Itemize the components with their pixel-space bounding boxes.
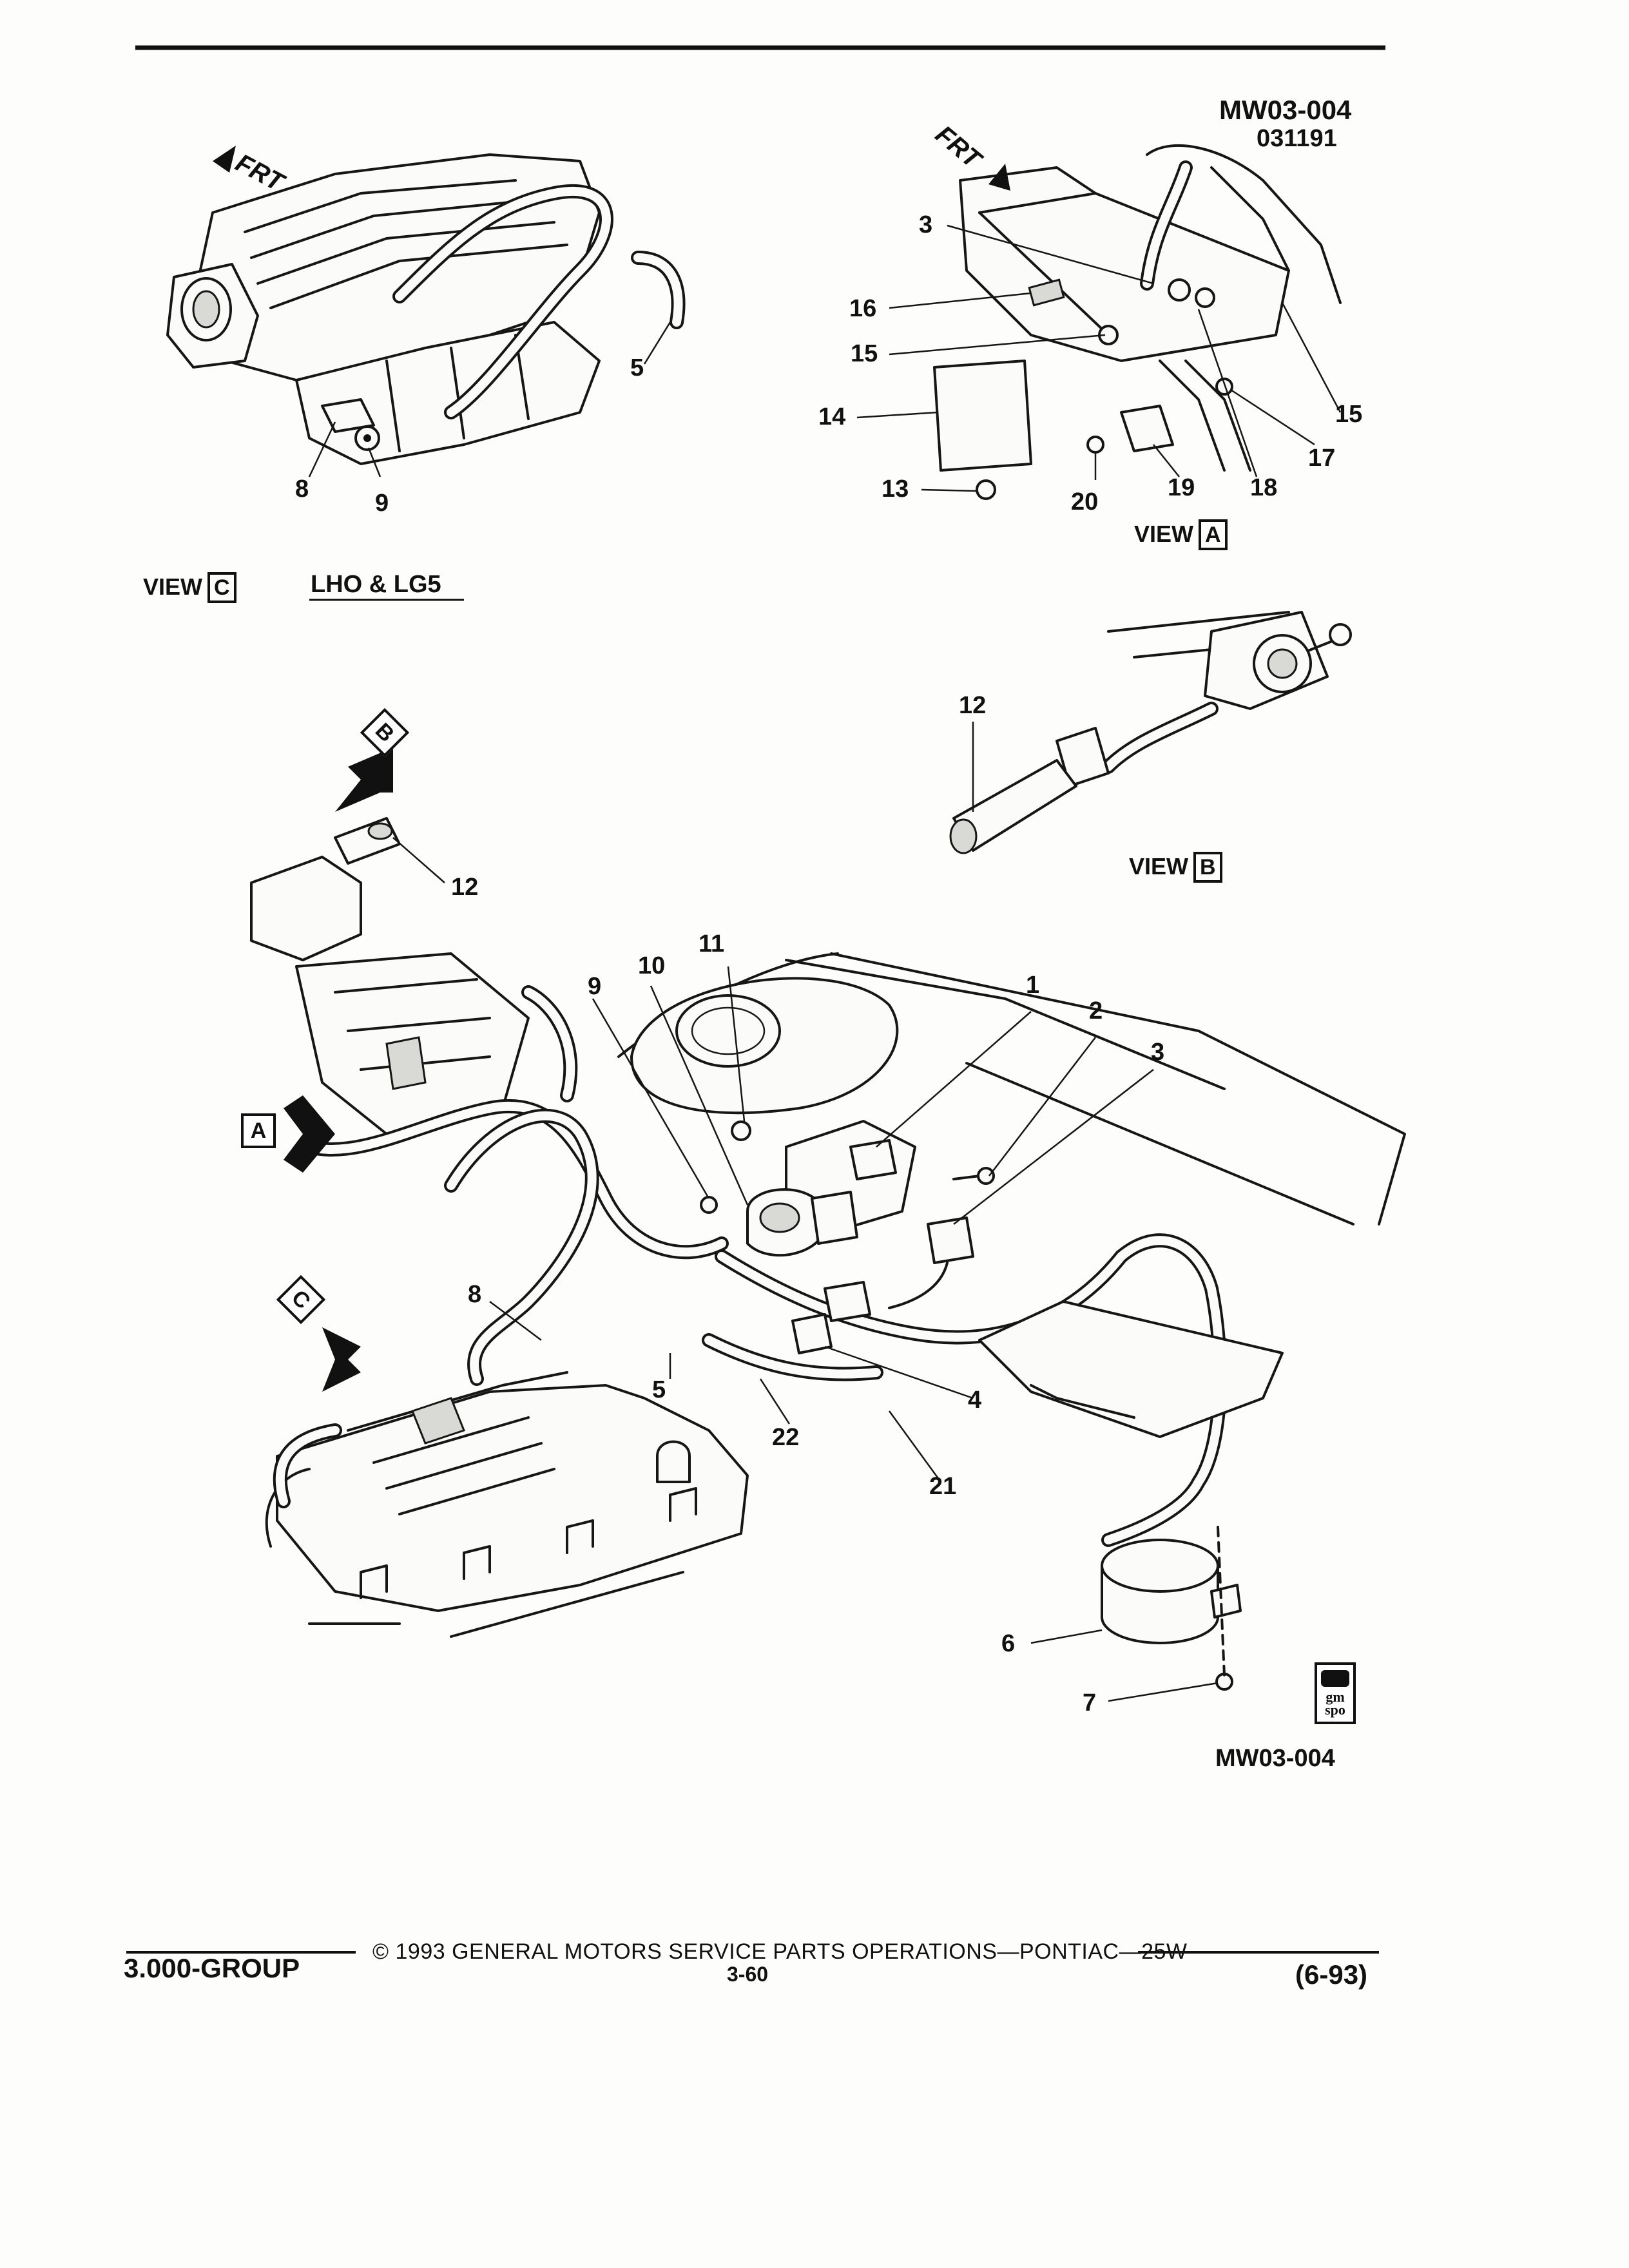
- view-c-letter: C: [207, 572, 236, 603]
- callout-9-view-c: 9: [375, 490, 389, 517]
- bottom-figure-id: MW03-004: [1215, 1745, 1335, 1772]
- callout-16-view-a: 16: [849, 295, 877, 322]
- view-b-letter: B: [1193, 852, 1222, 883]
- gm-spo-logo-text: gm spo: [1325, 1689, 1345, 1718]
- callout-11-main: 11: [699, 930, 725, 957]
- callout-6-main: 6: [1001, 1630, 1016, 1657]
- callout-18-view-a: 18: [1250, 474, 1278, 501]
- callout-1-main: 1: [1026, 972, 1040, 999]
- gm-spo-logo: gm spo: [1315, 1662, 1356, 1724]
- arrow-c-pointer: [322, 1327, 361, 1392]
- callout-21-main: 21: [929, 1473, 957, 1500]
- footer-page-number: 3-60: [727, 1963, 769, 1986]
- view-c-word: VIEW: [143, 573, 203, 600]
- callout-8-main: 8: [468, 1281, 482, 1308]
- callout-19-view-a: 19: [1168, 474, 1195, 501]
- frt-arrow-view-a: [988, 164, 1010, 191]
- callout-8-view-c: 8: [295, 476, 309, 503]
- view-c-engine-drawing: [166, 153, 686, 601]
- arrow-a-pointer: [284, 1095, 335, 1173]
- footer-date: (6-93): [1295, 1959, 1368, 1990]
- callout-15-view-a-left: 15: [851, 340, 878, 367]
- callout-3-main: 3: [1151, 1039, 1165, 1066]
- gm-spo-logo-band: [1321, 1670, 1349, 1687]
- callout-5-main: 5: [652, 1376, 666, 1403]
- callout-13-view-a: 13: [882, 476, 909, 503]
- footer-copyright: © 1993 GENERAL MOTORS SERVICE PARTS OPER…: [372, 1939, 1188, 1964]
- figure-id: MW03-004: [1219, 95, 1352, 125]
- view-a-letter: A: [1199, 519, 1228, 550]
- view-b-word: VIEW: [1129, 853, 1189, 879]
- callout-2-main: 2: [1089, 997, 1103, 1024]
- frt-arrow-view-c: [213, 146, 236, 173]
- view-a-word: VIEW: [1134, 521, 1194, 547]
- callout-7-main: 7: [1083, 1689, 1097, 1716]
- view-c-engine-code: LHO & LG5: [311, 571, 441, 598]
- callout-9-main: 9: [588, 973, 602, 1000]
- callout-20-view-a: 20: [1071, 488, 1099, 515]
- callout-12-view-b: 12: [959, 692, 987, 719]
- callout-3-view-a: 3: [919, 211, 933, 238]
- callout-17-view-a: 17: [1308, 445, 1336, 472]
- callout-22-main: 22: [772, 1424, 800, 1451]
- callout-5-view-c: 5: [630, 354, 644, 381]
- callout-14-view-a: 14: [818, 403, 846, 430]
- callout-15-view-a-right: 15: [1335, 401, 1363, 428]
- footer-group: 3.000-GROUP: [124, 1953, 300, 1983]
- callout-12-main: 12: [451, 874, 479, 901]
- arrow-a-badge: A: [241, 1113, 276, 1148]
- view-a-module-drawing: [856, 144, 1342, 500]
- callout-10-main: 10: [638, 952, 666, 979]
- arrow-b-pointer: [335, 747, 393, 812]
- view-b-connector-drawing: [949, 611, 1352, 854]
- main-assembly-drawing: [250, 817, 1406, 1702]
- figure-date: 031191: [1257, 125, 1337, 152]
- callout-4-main: 4: [968, 1387, 982, 1414]
